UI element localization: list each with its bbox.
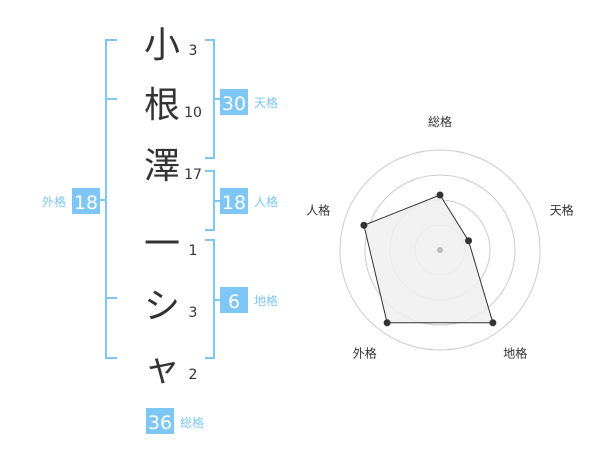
stroke-count-5: 3: [189, 305, 198, 321]
chikaku-badge: 6 地格: [220, 287, 278, 313]
radar-points: [360, 191, 497, 327]
soukaku-badge: 36 総格: [146, 408, 204, 434]
soukaku-label: 総格: [180, 415, 204, 430]
tenkaku-label: 天格: [254, 95, 278, 110]
jinkaku-bracket: [205, 170, 222, 231]
jinkaku-label: 人格: [254, 194, 278, 209]
radar-axis-label-4: 外格: [353, 346, 377, 361]
radar-point-2: [465, 237, 473, 245]
soukaku-badge-bg: [146, 408, 174, 434]
gaikaku-bracket: [96, 39, 117, 359]
stroke-count-3: 17: [184, 167, 202, 183]
jinkaku-value: 18: [222, 192, 246, 214]
radar-ring: [364, 174, 516, 326]
stroke-count-2: 10: [184, 105, 202, 121]
radar-polygon: [363, 194, 494, 324]
tenkaku-value: 30: [222, 93, 246, 115]
radar-axis-label-2: 天格: [550, 202, 574, 217]
radar-ring: [339, 149, 541, 351]
tenkaku-bracket: [205, 39, 222, 159]
name-char-4: 一: [144, 224, 180, 265]
stroke-count-1: 3: [189, 43, 198, 59]
name-char-3: 澤: [144, 146, 180, 187]
radar-polygon-layer: [363, 194, 494, 324]
fortune-badges: 30 天格 18 人格 6 地格 18 外格 36 総格: [42, 89, 278, 434]
radar-axis-label-3: 地格: [503, 346, 527, 361]
radar-center-dot: [437, 247, 443, 253]
gaikaku-badge-bg: [72, 188, 100, 214]
name-char-5: シ: [144, 286, 180, 327]
jinkaku-badge: 18 人格: [220, 188, 278, 214]
radar-point-4: [383, 319, 391, 327]
soukaku-value: 36: [148, 412, 172, 434]
radar-point-1: [436, 191, 444, 199]
chikaku-badge-bg: [220, 287, 248, 313]
gaikaku-label: 外格: [42, 194, 66, 209]
chikaku-bracket: [205, 239, 222, 359]
name-characters: 小 3 根 10 澤 17 一 1 シ 3 ャ 2: [144, 25, 202, 389]
stroke-count-4: 1: [189, 243, 198, 259]
tenkaku-badge: 30 天格: [220, 89, 278, 115]
radar-point-5: [360, 221, 368, 229]
stroke-count-6: 2: [189, 367, 198, 383]
gaikaku-badge: 18 外格: [42, 188, 100, 214]
radar-point-3: [489, 319, 497, 327]
jinkaku-badge-bg: [220, 188, 248, 214]
name-char-6: ャ: [144, 348, 180, 389]
chikaku-label: 地格: [254, 293, 278, 308]
gaikaku-value: 18: [74, 192, 98, 214]
name-char-1: 小: [144, 25, 180, 66]
name-char-2: 根: [144, 85, 180, 126]
radar-axis-label-1: 総格: [428, 114, 452, 129]
radar-axis-label-5: 人格: [306, 202, 330, 217]
chikaku-value: 6: [228, 291, 240, 313]
tenkaku-badge-bg: [220, 89, 248, 115]
